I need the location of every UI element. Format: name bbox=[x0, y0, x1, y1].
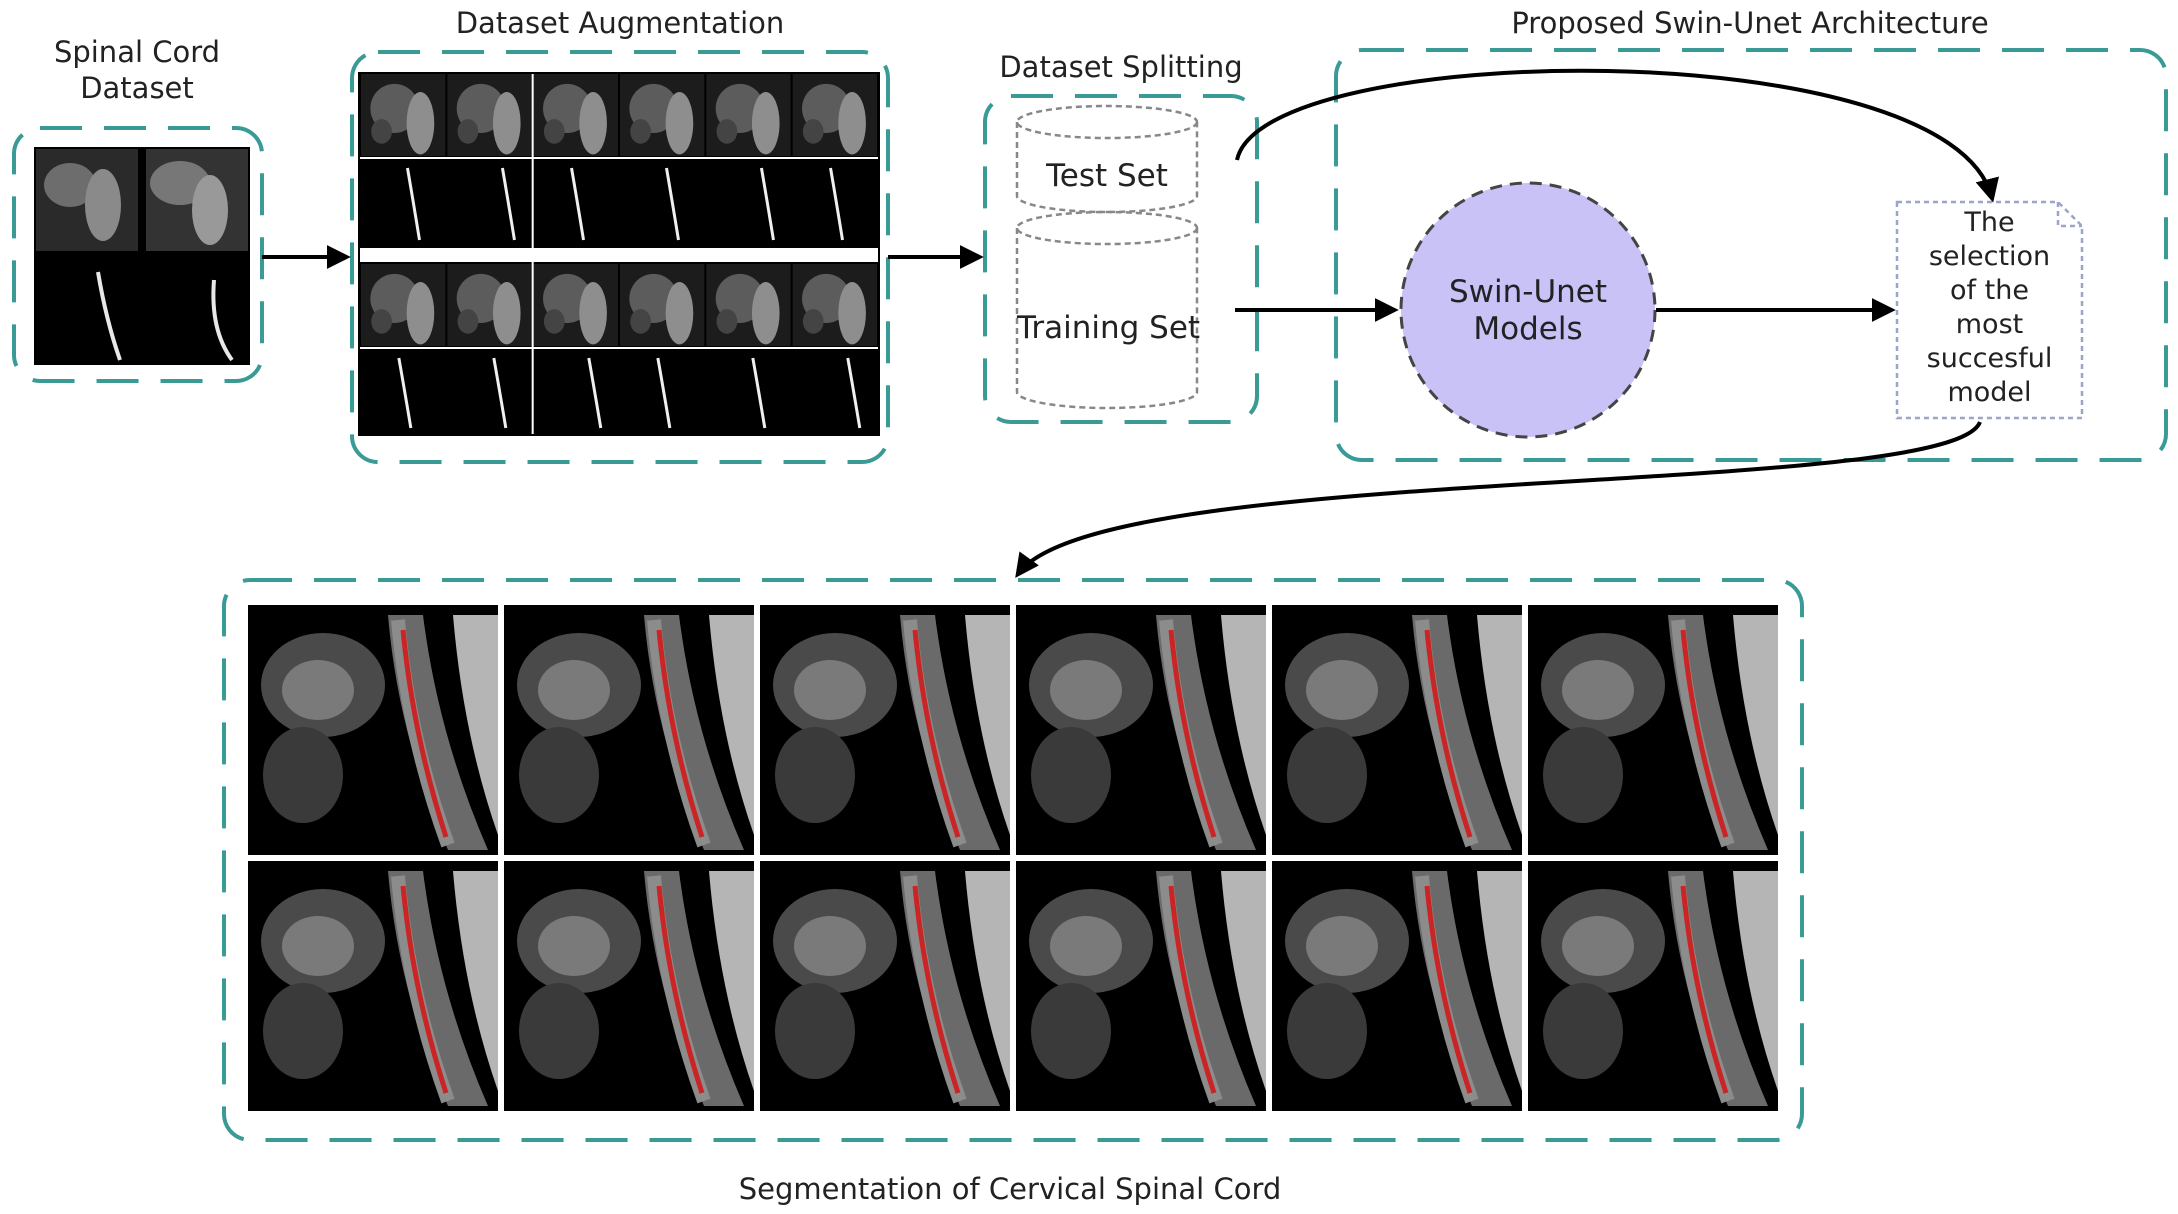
augmented-mask-thumb bbox=[587, 357, 603, 429]
architecture-group-frame bbox=[1334, 48, 2168, 462]
augmented-mask-thumb bbox=[829, 167, 844, 241]
dataset-mask-thumb bbox=[36, 257, 138, 363]
arrow-icon bbox=[1015, 421, 1982, 578]
augmented-mri-thumb bbox=[361, 74, 446, 156]
augmented-mri-thumb bbox=[792, 264, 877, 346]
segmented-mri-thumb bbox=[1016, 605, 1266, 855]
augmented-mask-thumb bbox=[759, 167, 775, 241]
augmented-mask-thumb bbox=[751, 357, 767, 429]
segmented-mri-thumb bbox=[1528, 605, 1778, 855]
augmented-mri-thumb bbox=[533, 74, 618, 156]
document-fold-icon bbox=[2056, 202, 2082, 228]
segmented-mri-thumb bbox=[1016, 861, 1266, 1111]
segmentation-group-frame bbox=[222, 578, 1804, 1142]
segmented-mri-thumb bbox=[504, 861, 754, 1111]
augmented-mask-thumb bbox=[846, 357, 862, 429]
augmented-mask-thumb bbox=[570, 167, 585, 241]
segmentation-image-panel bbox=[246, 603, 1786, 1117]
augmented-mask-thumb bbox=[500, 167, 516, 241]
augmented-mri-thumb bbox=[620, 74, 705, 156]
augmented-mri-thumb bbox=[533, 264, 618, 346]
segmented-mri-thumb bbox=[760, 605, 1010, 855]
augmented-mri-thumb bbox=[706, 74, 791, 156]
segmented-mri-thumb bbox=[1272, 861, 1522, 1111]
dataset-group-frame bbox=[12, 126, 264, 383]
segmentation-title: Segmentation of Cervical Spinal Cord bbox=[738, 1172, 1282, 1206]
dataset-title: Spinal Cord Dataset bbox=[53, 35, 221, 105]
augmentation-group-frame bbox=[350, 50, 890, 464]
augmentation-image-panel bbox=[358, 72, 880, 436]
augmented-mask-thumb bbox=[656, 357, 672, 429]
selection-document-icon bbox=[1895, 200, 2084, 420]
segmented-mri-thumb bbox=[248, 605, 498, 855]
segmented-mri-thumb bbox=[504, 605, 754, 855]
splitting-title: Dataset Splitting bbox=[999, 50, 1243, 84]
augmentation-title: Dataset Augmentation bbox=[455, 6, 785, 40]
dataset-image-grid bbox=[34, 147, 250, 365]
augmented-mask-thumb bbox=[665, 167, 680, 241]
augmented-mri-thumb bbox=[447, 264, 532, 346]
segmented-mri-thumb bbox=[760, 861, 1010, 1111]
augmented-mri-thumb bbox=[447, 74, 532, 156]
segmented-mri-thumb bbox=[248, 861, 498, 1111]
augmented-mri-thumb bbox=[792, 74, 877, 156]
dataset-mri-thumb bbox=[146, 149, 248, 251]
arrow-icon bbox=[1235, 68, 1999, 203]
selection-label: The selection of the most succesful mode… bbox=[1926, 207, 2053, 408]
dataset-mri-thumb bbox=[36, 149, 138, 251]
augmented-mri-thumb bbox=[620, 264, 705, 346]
segmented-mri-thumb bbox=[1272, 605, 1522, 855]
splitting-group-frame bbox=[983, 94, 1259, 424]
augmented-mask-thumb bbox=[406, 167, 421, 241]
augmented-mask-thumb bbox=[492, 357, 508, 429]
training-set-label: Training Set bbox=[1017, 310, 1201, 346]
architecture-title: Proposed Swin-Unet Architecture bbox=[1511, 6, 1989, 40]
swin-unet-model-circle bbox=[1399, 181, 1657, 439]
dataset-mask-thumb bbox=[146, 257, 248, 363]
test-set-cylinder-icon bbox=[1015, 104, 1199, 214]
test-set-label: Test Set bbox=[1046, 158, 1168, 194]
segmented-mri-thumb bbox=[1528, 861, 1778, 1111]
training-set-cylinder-icon bbox=[1015, 210, 1199, 410]
augmented-mask-thumb bbox=[397, 357, 413, 429]
augmented-mri-thumb bbox=[361, 264, 446, 346]
swin-unet-model-label: Swin-Unet Models bbox=[1448, 274, 1608, 347]
augmented-mri-thumb bbox=[706, 264, 791, 346]
